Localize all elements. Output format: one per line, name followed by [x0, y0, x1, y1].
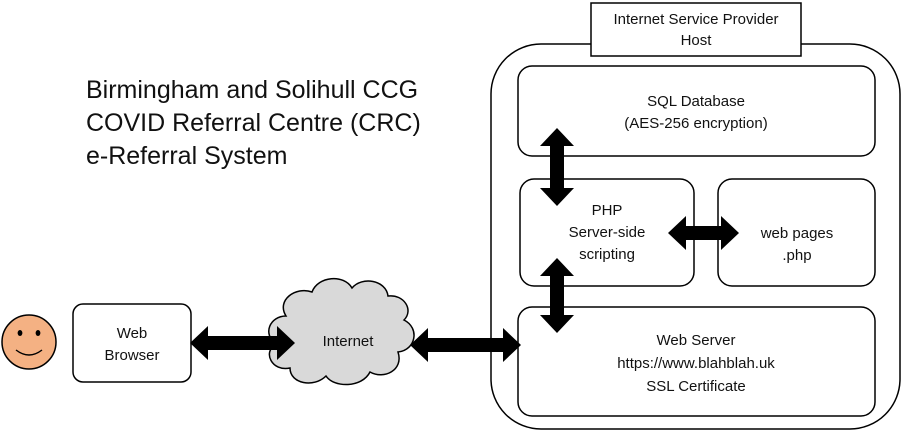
smile-mouth: [15, 349, 43, 356]
web-server-line-1: Web Server: [657, 332, 736, 349]
left-eye: [17, 330, 23, 336]
sql-database-box: [517, 65, 876, 157]
web-browser-box: [72, 303, 192, 383]
arrow-browser-internet: [190, 326, 295, 360]
web-pages-line-1: web pages: [760, 225, 834, 242]
arrow-php-webpages: [668, 216, 739, 250]
title-line-3: e-Referral System: [86, 142, 287, 170]
face-circle: [1, 314, 57, 370]
isp-host-label-box: [590, 2, 802, 57]
title-line-2: COVID Referral Centre (CRC): [86, 109, 421, 137]
php-line-3: scripting: [579, 246, 635, 263]
user-smiley-icon: [1, 314, 57, 370]
internet-label: Internet: [323, 333, 375, 350]
isp-host-line-2: Host: [681, 32, 713, 49]
sql-database-line-2: (AES-256 encryption): [624, 115, 767, 132]
diagram-title: Birmingham and Solihull CCG COVID Referr…: [86, 76, 421, 170]
title-line-1: Birmingham and Solihull CCG: [86, 76, 418, 104]
web-server-line-2: https://www.blahblah.uk: [617, 355, 775, 372]
web-pages-line-2: .php: [782, 247, 811, 264]
php-line-2: Server-side: [569, 224, 646, 241]
isp-host-line-1: Internet Service Provider: [613, 11, 778, 28]
web-browser-line-2: Browser: [104, 347, 159, 364]
web-browser-line-1: Web: [117, 325, 148, 342]
web-server-line-3: SSL Certificate: [646, 378, 746, 395]
right-eye: [35, 330, 41, 336]
arrow-internet-webserver: [410, 328, 521, 362]
sql-database-line-1: SQL Database: [647, 93, 745, 110]
arrow-php-webserver: [540, 258, 574, 333]
web-server-box: [517, 306, 876, 417]
php-line-1: PHP: [592, 202, 623, 219]
internet-cloud-icon: [268, 278, 415, 386]
arrow-sql-php: [540, 128, 574, 206]
